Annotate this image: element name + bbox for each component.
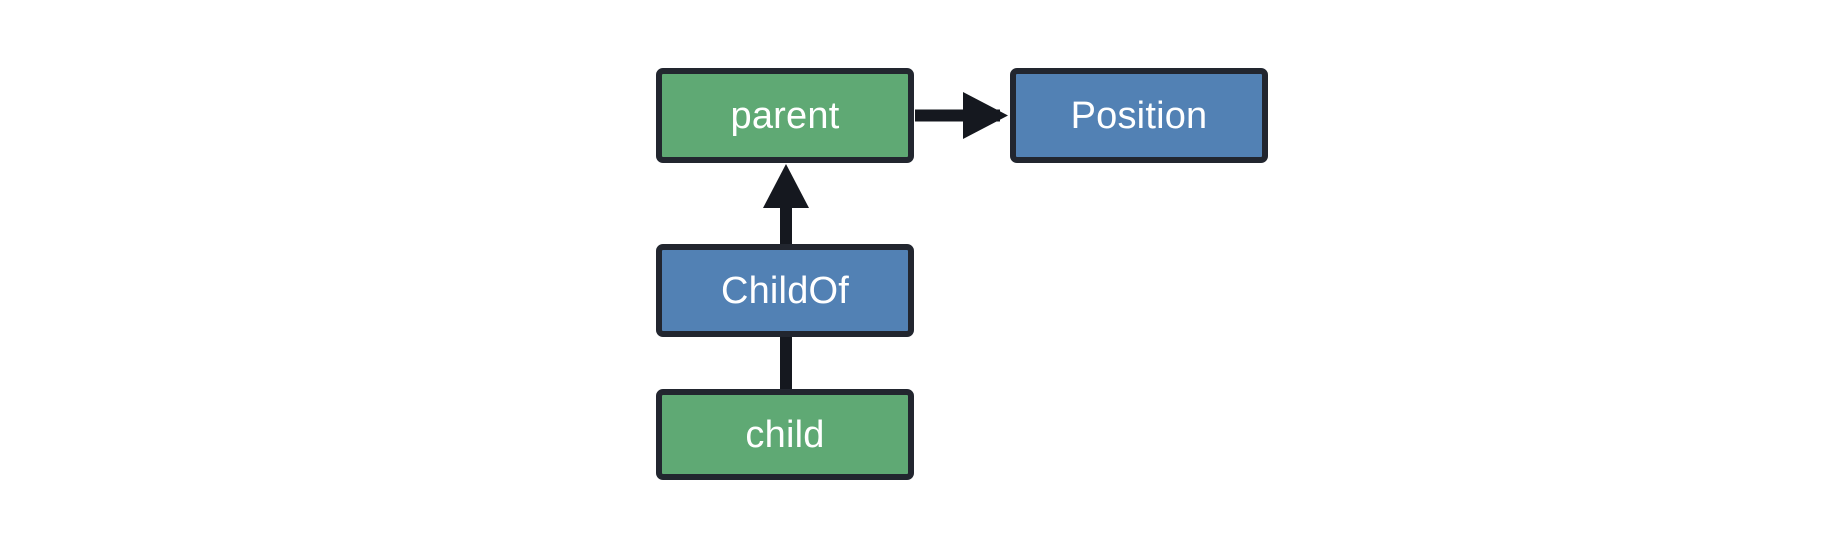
- node-parent[interactable]: parent: [656, 68, 914, 163]
- edge-parent-to-position: [915, 92, 1008, 139]
- node-child-label: child: [745, 413, 825, 456]
- node-position[interactable]: Position: [1010, 68, 1268, 163]
- node-position-label: Position: [1070, 94, 1208, 137]
- node-parent-label: parent: [730, 94, 840, 137]
- node-childof[interactable]: ChildOf: [656, 244, 914, 337]
- node-child[interactable]: child: [656, 389, 914, 480]
- edge-parent-to-position-arrowhead: [963, 92, 1008, 139]
- node-childof-label: ChildOf: [720, 269, 850, 312]
- edge-childof-to-parent: [763, 164, 809, 244]
- edge-childof-to-parent-arrowhead: [763, 164, 809, 208]
